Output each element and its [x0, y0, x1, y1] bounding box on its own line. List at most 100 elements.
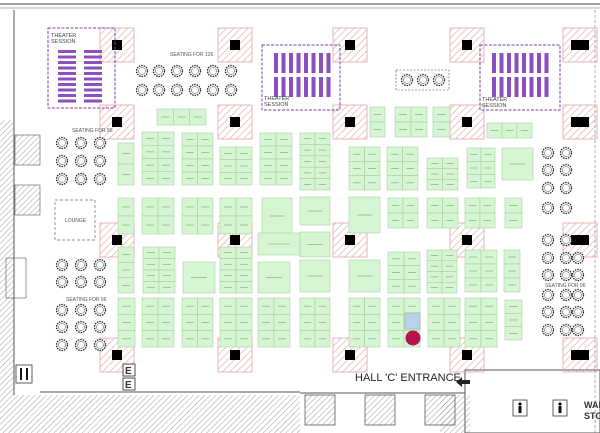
booth-block [486, 122, 533, 139]
round-table [541, 181, 555, 195]
theater-session-label: THEATER [482, 97, 507, 103]
round-table [559, 233, 573, 247]
column-pillar-icon [562, 104, 598, 140]
round-table [541, 233, 555, 247]
booth-block [261, 197, 293, 235]
theater-session-label: SESSION [482, 103, 506, 109]
round-table [541, 251, 555, 265]
round-table [559, 323, 573, 337]
theater-session-label: THEATER [264, 96, 289, 102]
round-table [571, 288, 585, 302]
theater-session-label: SESSION [51, 39, 75, 45]
booth-block [299, 196, 331, 226]
round-table [571, 268, 585, 282]
column-pillar-icon [332, 104, 368, 140]
booth-block [142, 246, 176, 294]
round-table [55, 275, 69, 289]
booth-block [504, 299, 523, 341]
round-table [541, 163, 555, 177]
round-table [541, 201, 555, 215]
seating-label: SEATING FOR 96 [72, 128, 113, 134]
round-table [93, 320, 107, 334]
round-table [170, 83, 184, 97]
round-table [541, 305, 555, 319]
booth-block [141, 131, 175, 186]
theater-sessions: THEATERSESSIONTHEATERSESSIONTHEATERSESSI… [47, 27, 561, 111]
round-table [571, 305, 585, 319]
building-walls [0, 3, 600, 433]
round-table [206, 64, 220, 78]
booth-block [219, 146, 253, 186]
round-table [74, 172, 88, 186]
round-table [541, 146, 555, 160]
booth-block [394, 106, 428, 138]
booth[interactable] [348, 259, 381, 293]
seating-label: SEATING FOR 126 [170, 52, 213, 58]
round-table [55, 172, 69, 186]
location-marker-icon[interactable] [405, 330, 421, 346]
booth-block [299, 132, 331, 191]
restroom-icon [512, 399, 528, 417]
hall-entrance-label: HALL 'C' ENTRANCE [355, 372, 461, 384]
round-table [152, 64, 166, 78]
lounge-area: LOUNGE [54, 199, 96, 241]
round-table [559, 305, 573, 319]
booth-block [503, 249, 521, 293]
column-pillar-icon [217, 104, 253, 140]
round-table [416, 73, 430, 87]
exit-signs: E E [122, 363, 136, 391]
column-pillar-icon [99, 104, 135, 140]
round-table [206, 83, 220, 97]
round-table [541, 323, 555, 337]
round-table [74, 258, 88, 272]
round-table [135, 83, 149, 97]
booth-block [464, 249, 498, 293]
booth-block [464, 297, 498, 348]
booth-block [386, 146, 419, 191]
exit-sign: E [125, 380, 132, 391]
entrance-stairs [300, 392, 465, 426]
booth-block [466, 147, 496, 189]
booth-block [259, 132, 293, 186]
round-table [74, 154, 88, 168]
pillar-group [99, 27, 598, 373]
round-table [74, 338, 88, 352]
booth-block [387, 197, 419, 229]
booth-block [348, 196, 381, 234]
column-pillar-icon [562, 337, 598, 373]
booth-block [426, 249, 458, 294]
booth-block [426, 157, 459, 191]
booth-block [348, 259, 381, 293]
booth-block [257, 232, 301, 256]
seating-label: SEATING FOR 96 [545, 283, 586, 289]
booth-block [348, 297, 381, 348]
round-table [55, 258, 69, 272]
booth-block [182, 261, 216, 294]
round-table [559, 268, 573, 282]
round-tables [55, 64, 585, 352]
round-table [74, 320, 88, 334]
round-table [55, 154, 69, 168]
round-table [74, 136, 88, 150]
round-table [170, 64, 184, 78]
round-table [93, 258, 107, 272]
round-table [224, 83, 238, 97]
round-table [152, 83, 166, 97]
column-pillar-icon [332, 27, 368, 63]
booth-block [299, 297, 331, 348]
booth-block [117, 297, 136, 348]
booth-block [156, 108, 207, 126]
booth-block [181, 132, 214, 186]
booth-block [117, 142, 135, 186]
column-pillar-icon [449, 27, 485, 63]
highlighted-booth[interactable] [404, 312, 421, 330]
round-table [224, 64, 238, 78]
booth-block [387, 251, 421, 294]
exhibitor-booths [117, 106, 534, 348]
round-table [559, 288, 573, 302]
booth-block [369, 106, 386, 138]
